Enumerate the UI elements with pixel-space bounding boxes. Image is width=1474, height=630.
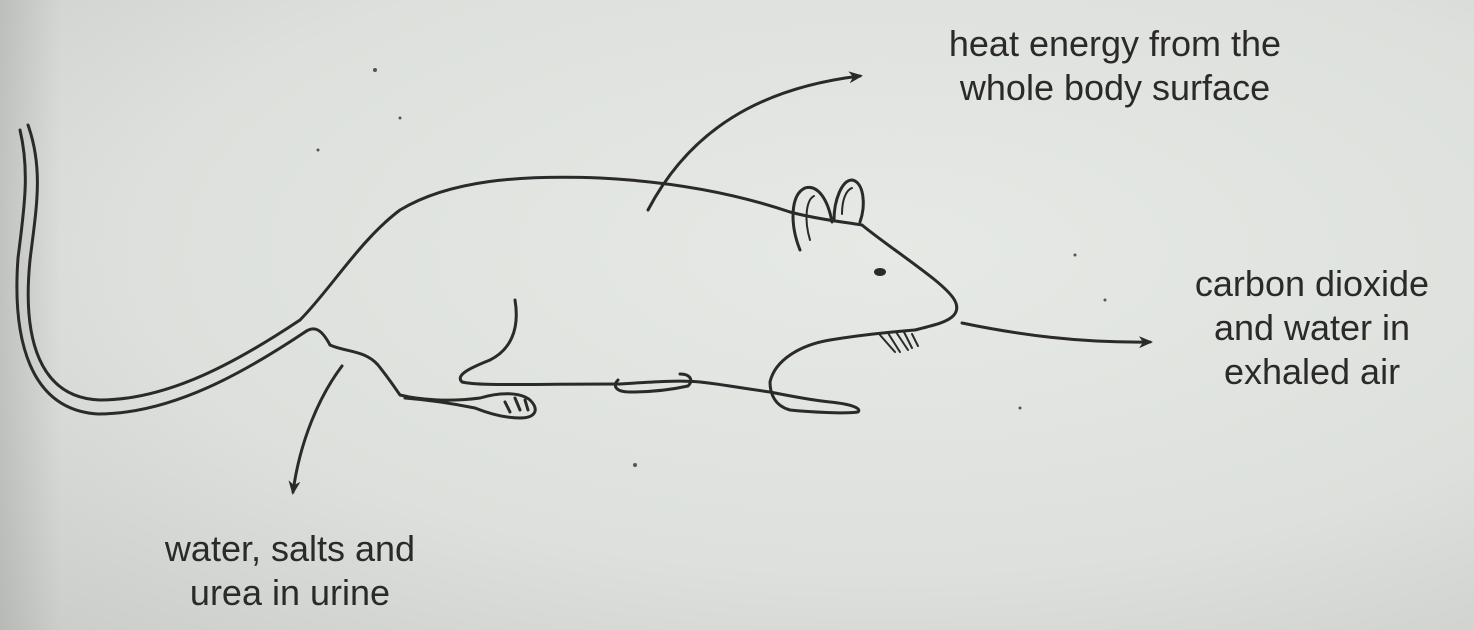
heat-energy-label: heat energy from the whole body surface [870,22,1360,110]
exhaled-air-label: carbon dioxide and water in exhaled air [1150,262,1474,394]
speck [1104,299,1107,302]
mouse-back-outline [300,177,790,320]
speck [399,117,402,120]
speck [1074,254,1077,257]
mouse-ear-front [834,180,863,222]
urine-label: water, salts and urea in urine [90,527,490,615]
heat-arrow [648,76,860,210]
speck [373,68,377,72]
speck [633,463,637,467]
mouse-tail [28,125,300,400]
speck [1019,407,1022,410]
speck [317,149,320,152]
exhaled-air-arrow [962,323,1150,342]
heat-label-line-1: heat energy from the [870,22,1360,66]
mouse-eye [874,268,886,276]
urine-label-line-1: water, salts and [90,527,490,571]
mouse-hind-leg [305,329,535,418]
mouse-haunch [460,300,620,385]
heat-label-line-2: whole body surface [870,66,1360,110]
urine-label-line-2: urea in urine [90,571,490,615]
mouse-ear-front-inner [842,188,852,214]
mouse-head [790,212,957,330]
exhaled-label-line-3: exhaled air [1150,350,1474,394]
mouse-whiskers [880,332,918,352]
mouse-hind-toes [505,398,528,412]
mouse-tail-inner [17,130,305,414]
urine-arrow [293,366,342,492]
exhaled-label-line-2: and water in [1150,306,1474,350]
exhaled-label-line-1: carbon dioxide [1150,262,1474,306]
